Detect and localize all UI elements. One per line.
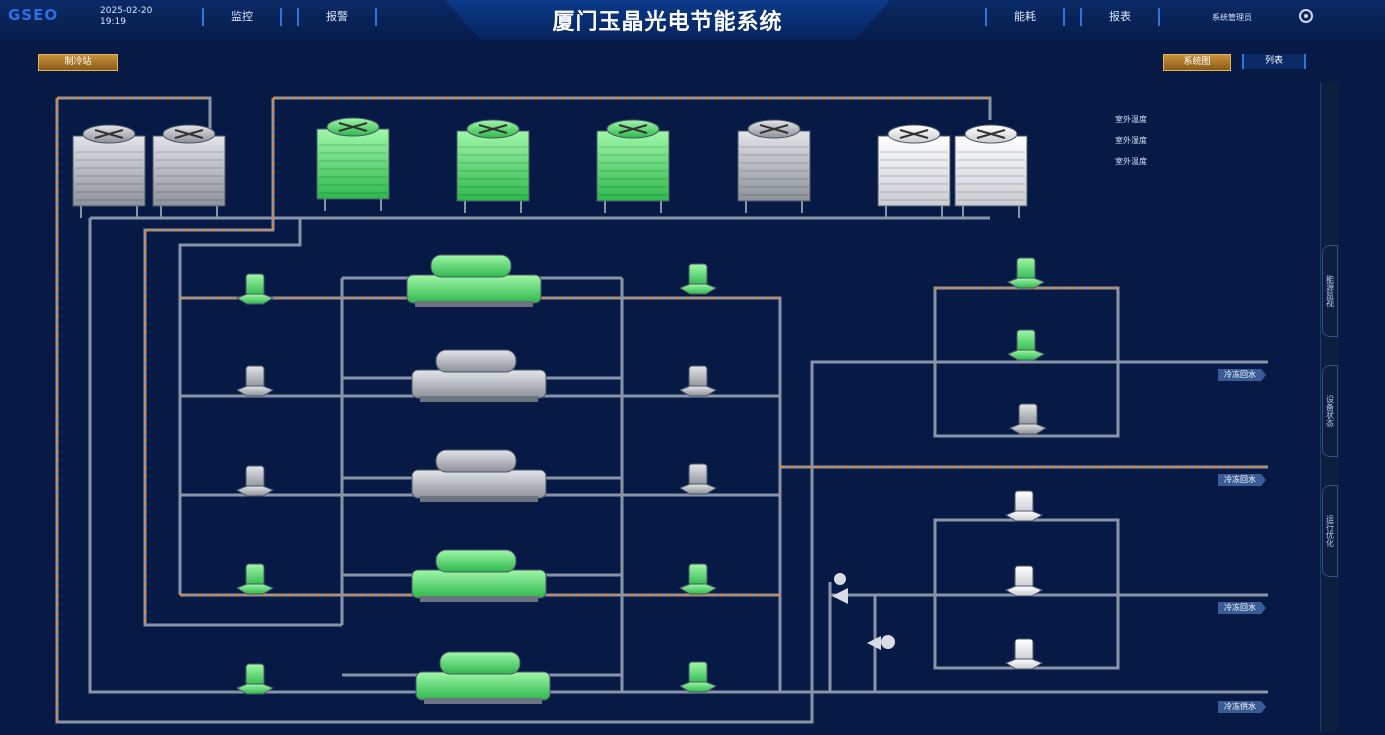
pump[interactable] [235,365,275,397]
time-text: 19:19 [100,17,126,27]
pump[interactable] [235,563,275,595]
gear-icon[interactable] [1299,9,1313,23]
pump[interactable] [678,365,718,397]
chiller[interactable] [411,349,547,402]
flow-label-return-1: 冷冻回水 [1218,369,1266,381]
sidebar-tab-status[interactable]: 设备状态 [1322,365,1338,457]
pump[interactable] [678,661,718,693]
datetime: 2025-02-20 19:19 [100,6,152,28]
legend-outdoor-temp-2: 室外温度 [1115,157,1147,166]
sidebar-tab-optimize[interactable]: 运行优化 [1322,485,1338,577]
legend-outdoor-humidity: 室外湿度 [1115,136,1147,145]
cooling-tower[interactable] [72,124,146,218]
user-name[interactable]: 系统管理员 [1212,13,1252,22]
valve-group[interactable] [832,573,895,650]
pump[interactable] [1008,403,1048,435]
logo: GSEO [8,6,59,24]
cooling-tower[interactable] [954,124,1028,218]
pump[interactable] [1006,329,1046,361]
date-text: 2025-02-20 [100,6,153,16]
chiller[interactable] [406,254,542,307]
legend-outdoor-temp: 室外温度 [1115,115,1147,124]
pumps [235,257,1048,695]
sidebar-tab-energy[interactable]: 能源监视 [1322,245,1338,337]
cooling-tower[interactable] [596,119,670,213]
cooling-tower[interactable] [456,119,530,213]
nav-energy[interactable]: 能耗 [985,8,1065,26]
cooling-tower[interactable] [316,117,390,211]
nav-alarm[interactable]: 报警 [297,8,377,26]
pump[interactable] [1004,638,1044,670]
system-view-button[interactable]: 系统图 [1163,54,1231,71]
flow-label-return-2: 冷冻回水 [1218,474,1266,486]
chillers [406,254,551,704]
pump[interactable] [678,263,718,295]
chiller[interactable] [415,651,551,704]
pump[interactable] [678,563,718,595]
station-button[interactable]: 制冷站 [38,54,118,71]
chiller[interactable] [411,449,547,502]
cooling-tower[interactable] [152,124,226,218]
page-title: 厦门玉晶光电节能系统 [552,10,783,35]
pump[interactable] [1004,490,1044,522]
pump[interactable] [235,663,275,695]
list-view-button[interactable]: 列表 [1242,54,1306,69]
pump[interactable] [235,273,275,305]
chiller[interactable] [411,549,547,602]
nav-report[interactable]: 报表 [1080,8,1160,26]
title-plate [445,0,890,40]
cooling-tower[interactable] [877,124,951,218]
pump[interactable] [678,463,718,495]
flow-label-return-3: 冷冻回水 [1218,602,1266,614]
pump[interactable] [235,465,275,497]
nav-monitor[interactable]: 监控 [202,8,282,26]
cooling-towers [72,117,1028,218]
pump[interactable] [1006,257,1046,289]
flow-label-supply: 冷冻供水 [1218,701,1266,713]
cooling-tower[interactable] [737,119,811,213]
pump[interactable] [1004,565,1044,597]
